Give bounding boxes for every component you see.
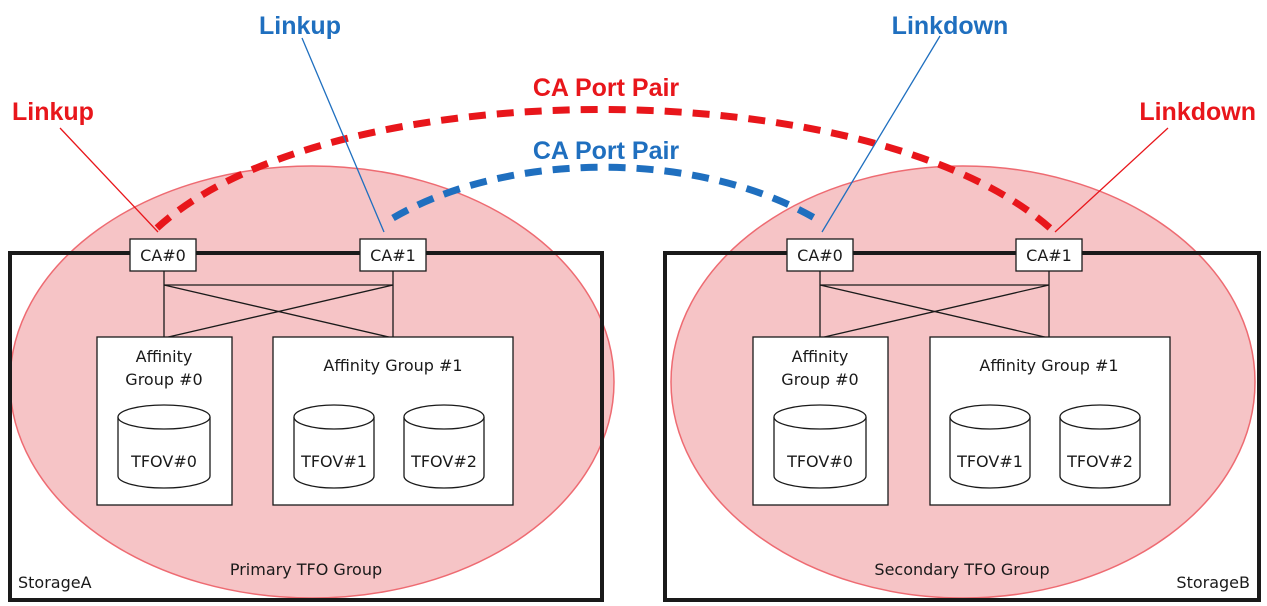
volume-label: TFOV#1 — [956, 452, 1023, 471]
storage-a-box — [8, 251, 604, 602]
volume-label: TFOV#0 — [786, 452, 853, 471]
volume-label: TFOV#2 — [1066, 452, 1133, 471]
volume-cylinder: TFOV#1 — [949, 404, 1031, 489]
ca-link-line — [163, 284, 394, 339]
storage-name: StorageA — [18, 573, 92, 592]
blue-linkup-label: Linkup — [259, 12, 341, 40]
ca0-port — [129, 238, 197, 272]
storage-b-box — [663, 251, 1261, 602]
ca-link-line — [819, 284, 1050, 339]
affinity-group-0-label-line1: Affinity — [136, 347, 193, 366]
ca0-label: CA#0 — [140, 246, 186, 265]
ca0-label: CA#0 — [797, 246, 843, 265]
blue-linkdown-pointer — [821, 35, 941, 233]
affinity-group-0-label-line2: Group #0 — [125, 370, 202, 389]
storage-name: StorageB — [1176, 573, 1250, 592]
storage-b: CA#0 CA#1 Affinity Group #0 Affinity Gro… — [663, 165, 1261, 602]
ca0-port — [786, 238, 854, 272]
ca1-port — [359, 238, 427, 272]
blue-linkup-pointer — [301, 37, 385, 233]
red-linkdown-pointer — [1054, 127, 1169, 233]
red-linkup-label: Linkup — [12, 98, 94, 126]
volume-cylinder: TFOV#2 — [403, 404, 485, 489]
volume-cylinder: TFOV#2 — [1059, 404, 1141, 489]
volume-cylinder: TFOV#1 — [293, 404, 375, 489]
blue-linkdown-label: Linkdown — [892, 12, 1009, 40]
volume-label: TFOV#0 — [130, 452, 197, 471]
red-linkup-pointer — [59, 127, 159, 233]
volume-cylinder: TFOV#0 — [117, 404, 211, 489]
affinity-group-0-label-line2: Group #0 — [781, 370, 858, 389]
volume-label: TFOV#1 — [300, 452, 367, 471]
ca1-label: CA#1 — [370, 246, 416, 265]
ca1-label: CA#1 — [1026, 246, 1072, 265]
volume-label: TFOV#2 — [410, 452, 477, 471]
affinity-group-1-label: Affinity Group #1 — [323, 356, 462, 375]
red-port-pair-arc — [154, 106, 1053, 231]
red-port-pair-label: CA Port Pair — [533, 74, 680, 102]
tfo-group-label: Secondary TFO Group — [874, 560, 1049, 579]
volume-cylinder: TFOV#0 — [773, 404, 867, 489]
affinity-group-1-label: Affinity Group #1 — [979, 356, 1118, 375]
red-linkdown-label: Linkdown — [1139, 98, 1256, 126]
storage-a: CA#0 CA#1 Affinity Group #0 Affinity Gro… — [8, 165, 615, 602]
ca1-port — [1015, 238, 1083, 272]
affinity-group-0-label-line1: Affinity — [792, 347, 849, 366]
blue-port-pair-label: CA Port Pair — [533, 137, 680, 165]
blue-port-pair-arc — [391, 163, 820, 224]
tfo-group-label: Primary TFO Group — [230, 560, 382, 579]
